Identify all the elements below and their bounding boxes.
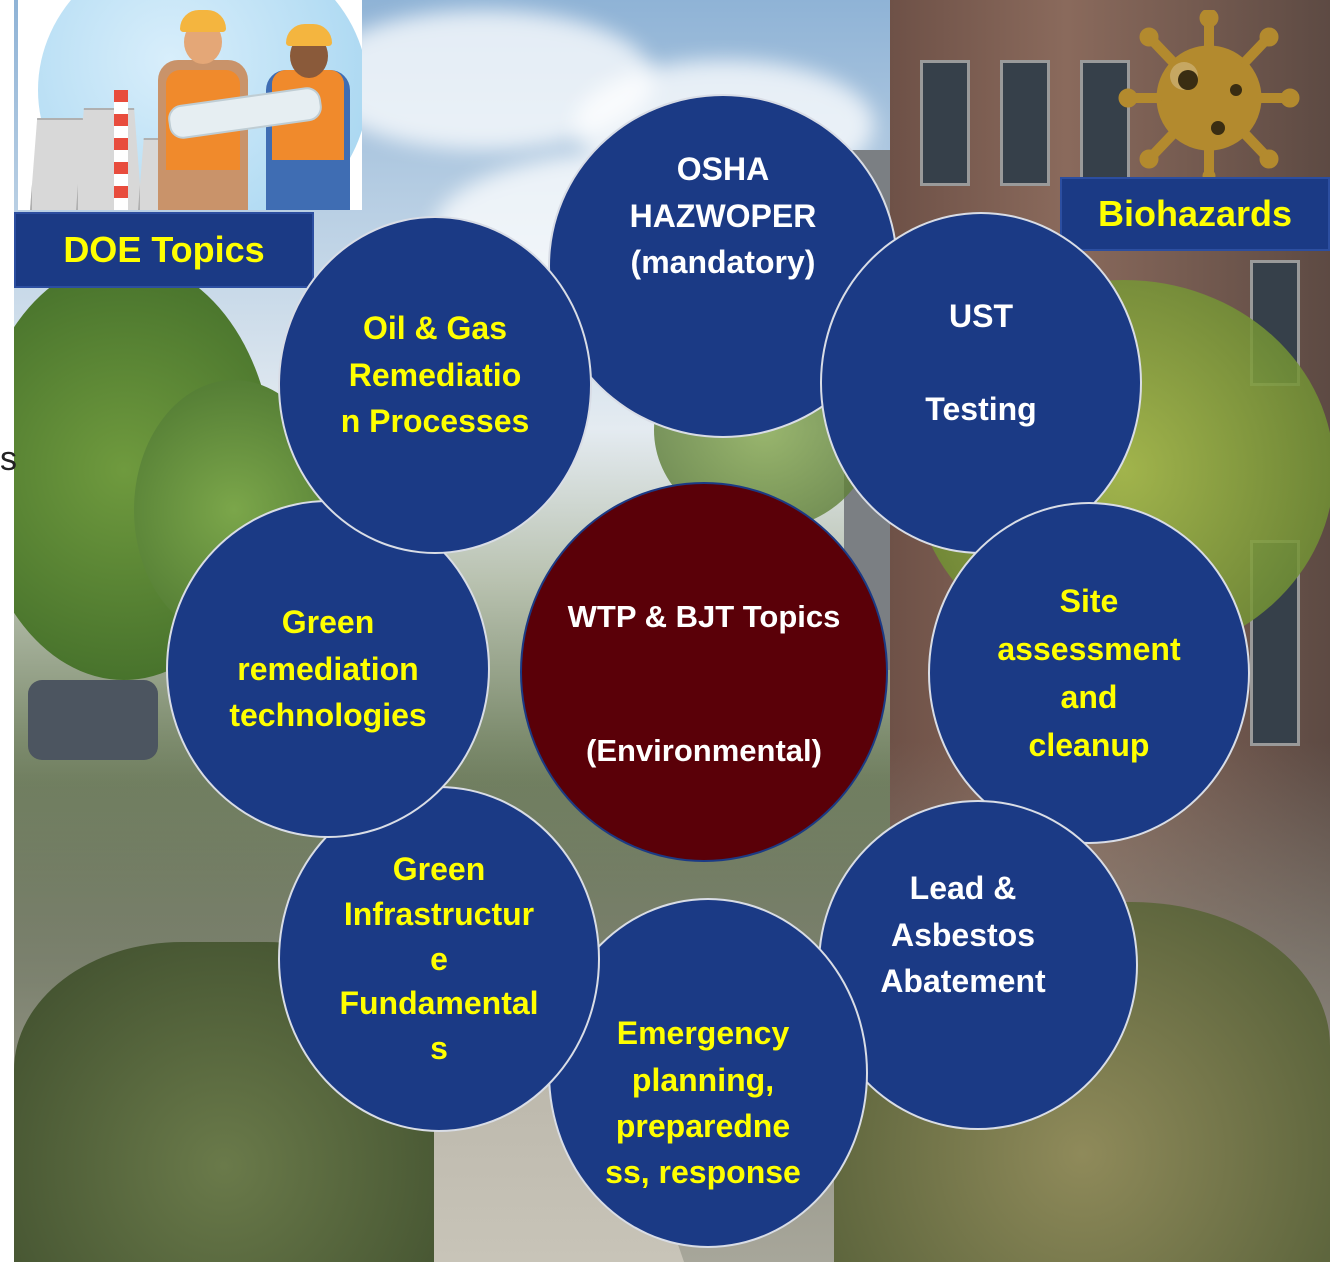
topic-green-rem-text: Green remediation technologies [229, 604, 427, 734]
topic-oil-gas-text: Oil & Gas Remediatio n Processes [340, 310, 530, 440]
doe-topics-label: DOE Topics [14, 212, 314, 288]
topic-circle-ust: UST Testing [820, 212, 1142, 554]
topic-circle-green-remediation: Green remediation technologies [166, 500, 490, 838]
topic-circle-emergency: Emergency planning, preparedne ss, respo… [548, 898, 868, 1248]
topic-green-infra-text: Green Infrastructur e Fundamental s [339, 851, 539, 1067]
center-circle: WTP & BJT Topics (Environmental) [520, 482, 888, 862]
topic-emergency-text: Emergency planning, preparedne ss, respo… [605, 1015, 801, 1191]
workers-illustration [18, 0, 362, 210]
topic-circle-site-assessment: Site assessment and cleanup [928, 502, 1250, 844]
topic-site-text: Site assessment and cleanup [997, 583, 1181, 763]
center-title: WTP & BJT Topics [567, 598, 841, 634]
topic-circle-oil-gas: Oil & Gas Remediatio n Processes [278, 216, 592, 554]
topic-osha-text: OSHA HAZWOPER (mandatory) [629, 151, 817, 281]
topic-circle-lead-asbestos: Lead & Asbestos Abatement [818, 800, 1138, 1130]
doe-topics-text: DOE Topics [63, 229, 265, 270]
center-subtitle: (Environmental) [586, 733, 822, 769]
biohazard-icon [1118, 10, 1300, 180]
cropped-text-fragment: s [0, 440, 17, 478]
topic-circle-green-infrastructure: Green Infrastructur e Fundamental s [278, 786, 600, 1132]
topic-ust-text: UST Testing [925, 298, 1037, 428]
topic-lead-text: Lead & Asbestos Abatement [880, 870, 1046, 1000]
biohazards-text: Biohazards [1097, 193, 1293, 234]
biohazards-label: Biohazards [1060, 177, 1330, 251]
